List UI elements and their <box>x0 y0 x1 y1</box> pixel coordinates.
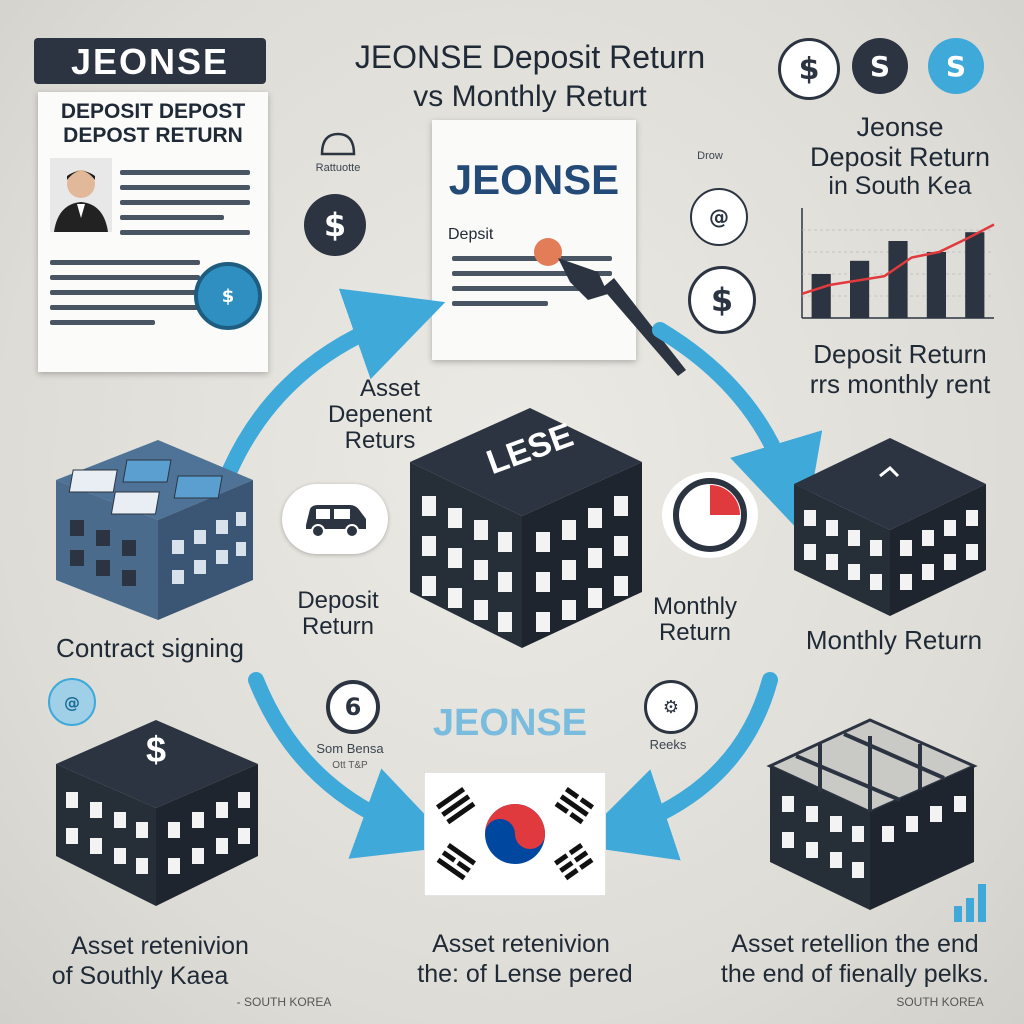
deposit-return-1: Deposit <box>297 587 379 614</box>
tools-icon: ⚙ <box>644 680 698 734</box>
jeonse-doc-subtext: Depsit <box>448 226 494 243</box>
s-coin-icon: S <box>852 38 908 94</box>
tr-caption-2: rrs monthly rent <box>809 369 991 399</box>
deposit-return-2: Return <box>301 613 375 640</box>
tr-heading-1: Jeonse <box>856 112 944 142</box>
chart-bar <box>965 232 985 318</box>
bottom-center-caption-1: Asset retenivion <box>432 930 610 958</box>
lense-building-icon <box>410 408 642 648</box>
doc-text-lines-2 <box>50 250 200 335</box>
contract-signing-label: Contract signing <box>56 633 244 663</box>
spiral-icon: @ <box>690 188 748 246</box>
bottom-center-caption-2: the: of Lense pered <box>417 960 633 988</box>
title-line-1: JEONSE Deposit Return <box>354 39 706 75</box>
south-korea-small-2: Ott T&P <box>332 760 368 771</box>
deposit-bar-chart <box>801 208 995 319</box>
jeonse-badge <box>34 38 266 84</box>
dollar-icon-right: $ <box>688 266 756 334</box>
dollar-icon-left: $ <box>304 194 366 256</box>
tr-heading-2: Deposit Return <box>809 142 991 172</box>
helmet-icon <box>320 132 356 156</box>
bottom-right-caption-1: Asset retellion the end <box>731 930 979 958</box>
doc-heading-1: DEPOSIT DEPOST <box>60 100 246 123</box>
dollar-bill-icon: $ <box>145 729 167 770</box>
six-icon: 6 <box>326 680 380 734</box>
mini-bars-icon <box>954 884 986 922</box>
small-label-right: Drow <box>697 150 723 162</box>
korean-flag-icon <box>424 772 606 896</box>
arrow-right-up <box>574 672 778 861</box>
jeonse-document <box>432 120 636 360</box>
footer-right: SOUTH KOREA <box>896 995 984 1009</box>
tr-caption-1: Deposit Return <box>813 339 987 369</box>
asset-building-left-icon <box>56 720 258 906</box>
chart-trend-line <box>801 223 995 295</box>
bottom-left-caption-2: of Southly Kaea <box>51 962 229 990</box>
bottom-left-caption-1: Asset retenivion <box>71 932 249 960</box>
official-seal-icon: $ <box>194 262 262 330</box>
car-icon <box>282 484 388 554</box>
chart-bar <box>926 252 946 318</box>
doc-heading-2: DEPOST RETURN <box>63 124 243 147</box>
blue-coin-icon: S <box>928 38 984 94</box>
blue-target-icon: @ <box>48 678 96 726</box>
footer-left: - SOUTH KOREA <box>236 995 332 1009</box>
monthly-return-right-label: Monthly Return <box>805 625 983 655</box>
monthly-return-center-2: Return <box>658 619 732 646</box>
doc-text-lines <box>120 160 250 245</box>
monthly-building-icon <box>794 438 986 616</box>
asset-dependent-2: Depenent <box>327 401 433 428</box>
signing-pen-icon <box>534 238 686 376</box>
bottom-right-caption-2: the end of fienally pelks. <box>720 960 990 988</box>
dollar-coin-icon: $ <box>778 38 840 100</box>
timer-icon <box>662 472 758 558</box>
monthly-return-center-1: Monthly <box>652 593 738 620</box>
jeonse-doc-title: JEONSE <box>448 156 620 203</box>
south-korea-small-1: Som Bensa <box>316 741 384 756</box>
asset-dependent-1: Asset <box>359 375 421 402</box>
jeonse-center-label: JEONSE <box>432 702 588 744</box>
contract-building-icon <box>56 440 253 620</box>
arrow-left-down <box>248 672 456 859</box>
jeonse-badge-label: JEONSE <box>70 41 230 82</box>
chart-bar <box>850 260 870 318</box>
arrow-left-up <box>222 288 446 478</box>
small-label-left: Rattuotte <box>315 162 361 174</box>
chart-bar <box>888 241 908 318</box>
peaks-small-label: Reeks <box>649 737 687 752</box>
arrow-right-down <box>652 322 823 536</box>
jeonse-doc-lines <box>452 246 612 316</box>
asset-building-right-icon <box>766 718 978 910</box>
title-line-2: vs Monthly Returt <box>413 80 647 113</box>
tr-heading-3: in South Kea <box>828 172 972 200</box>
person-photo-icon <box>50 158 112 232</box>
asset-dependent-3: Returs <box>344 427 416 454</box>
